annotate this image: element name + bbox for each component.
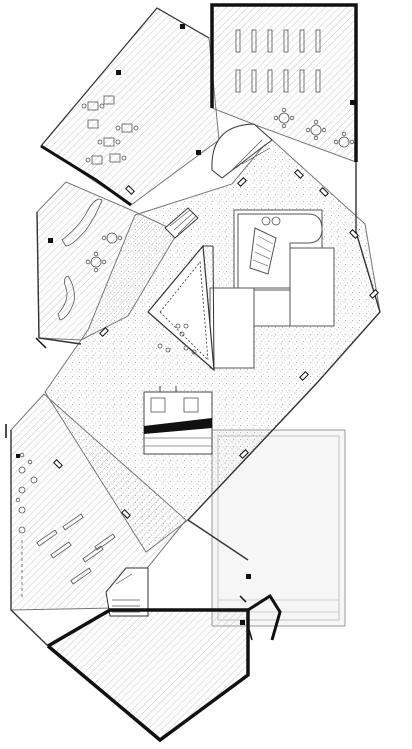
lounge-sofas xyxy=(57,198,123,321)
atrium-seating xyxy=(157,323,197,355)
wall-upper-left xyxy=(40,144,132,207)
wall-bottom xyxy=(46,608,250,743)
triangular-atrium xyxy=(147,244,215,372)
reception-ramp xyxy=(144,418,212,434)
window-openings xyxy=(53,169,379,519)
wall-right xyxy=(315,162,381,385)
lower-left-desks xyxy=(15,452,116,585)
wall-upper-left-outer xyxy=(40,7,210,147)
stair-upper-curved xyxy=(211,123,273,179)
wall-left-mid xyxy=(36,211,82,345)
reception-block xyxy=(143,386,213,455)
stairs xyxy=(105,123,273,617)
wall-left-lower xyxy=(10,430,49,647)
round-tables-upper-right xyxy=(273,107,355,148)
wall-lower-middle xyxy=(186,383,317,561)
core-stair xyxy=(249,227,277,275)
exterior-walls xyxy=(10,3,381,743)
long-tables-upper-right xyxy=(235,29,321,93)
doors xyxy=(5,337,253,641)
wall-upper-right xyxy=(210,3,358,162)
structural-columns xyxy=(16,24,355,625)
reading-tables-upper-left xyxy=(81,95,139,165)
wall-bottom-right-notch xyxy=(247,593,282,641)
furniture xyxy=(15,29,355,600)
stair-left xyxy=(164,207,199,239)
upper-left-reading-room xyxy=(40,7,220,206)
service-core xyxy=(209,209,335,369)
